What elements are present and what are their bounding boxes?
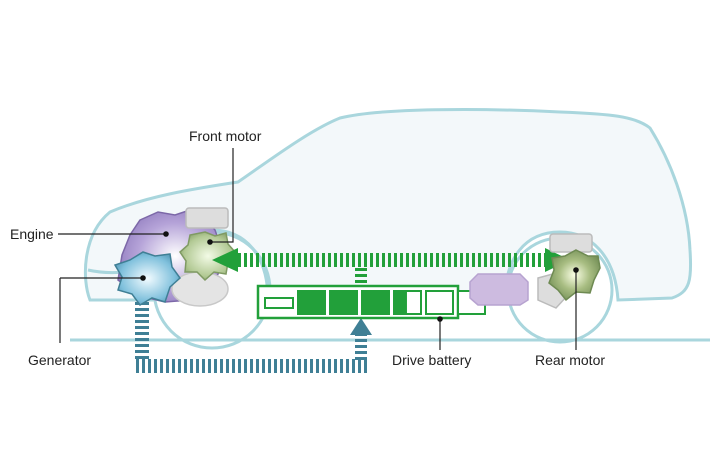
drive-battery-label: Drive battery (392, 352, 472, 368)
rear-motor-label: Rear motor (535, 352, 606, 368)
leader-dots (140, 231, 579, 322)
battery-cell-fill (394, 291, 407, 314)
leader-lines (58, 148, 577, 350)
battery-cell-fill (298, 291, 325, 314)
engine-label: Engine (10, 226, 54, 242)
transmission-housing (171, 271, 229, 307)
rear-motor-shape (548, 249, 601, 302)
generator-flow-arrow (135, 302, 372, 373)
rear-accessory (549, 233, 593, 253)
front-motor-label: Front motor (189, 128, 262, 144)
battery-cell-fill (330, 291, 357, 314)
generator-shape (113, 251, 182, 306)
front-motor-shape (179, 231, 238, 282)
battery-cell (425, 290, 454, 315)
rear-drive-module (469, 273, 529, 306)
engine-accessory (185, 207, 229, 229)
drive-battery (256, 284, 486, 320)
generator-label: Generator (28, 352, 92, 368)
battery-cell-fill (362, 291, 389, 314)
